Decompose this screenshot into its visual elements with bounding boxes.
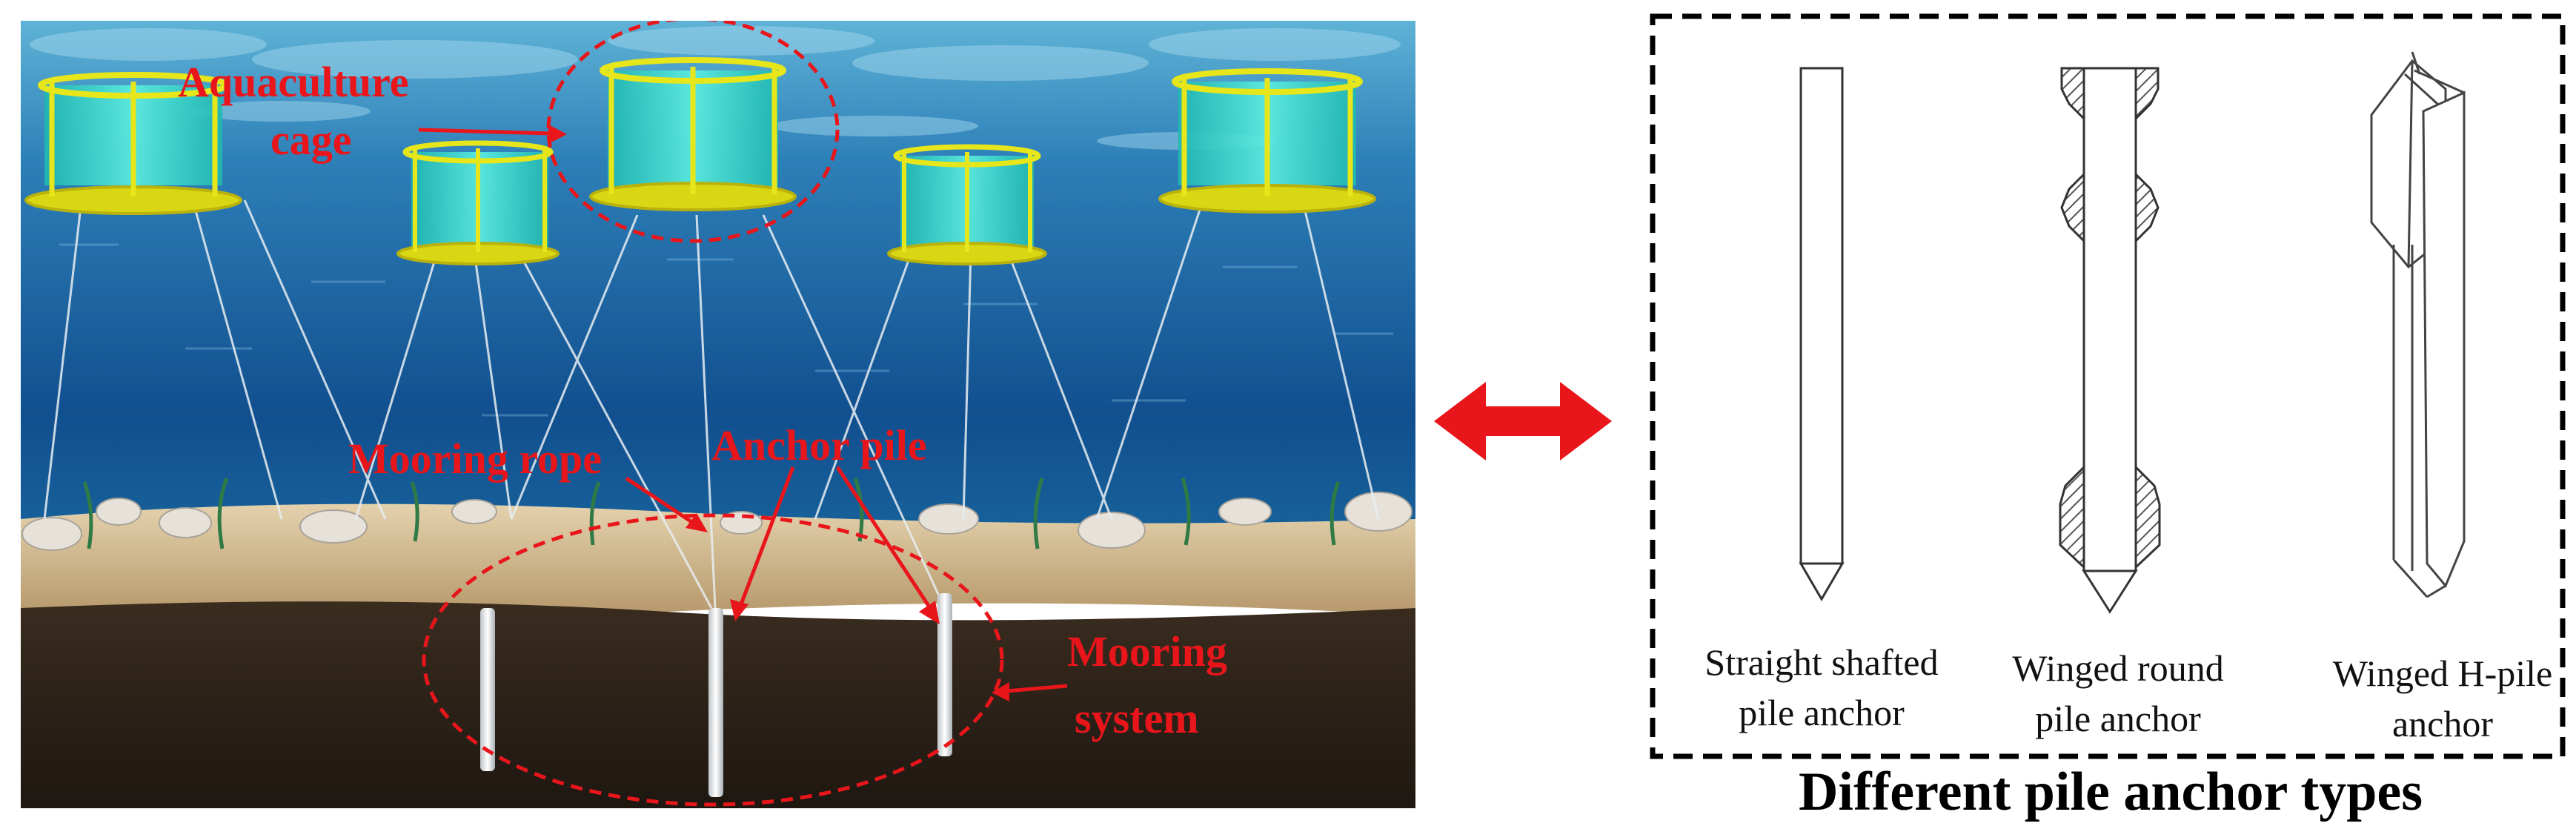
panel-caption: Different pile anchor types <box>1799 762 2423 822</box>
winged-h-pile-anchor-drawing <box>2370 51 2466 598</box>
mooring-ropes <box>43 199 1380 609</box>
anchor-pile-1 <box>480 608 495 771</box>
aquaculture-cage-5 <box>1158 68 1376 214</box>
aquaculture-cage-1 <box>24 72 242 215</box>
double-arrow-icon <box>1434 382 1612 460</box>
label-anchor-pile: Anchor pile <box>711 421 927 469</box>
mooring-system-highlight <box>422 513 1004 807</box>
anchor-pile-2 <box>708 608 723 797</box>
cage-highlight <box>546 21 840 243</box>
underwater-scene: Aquaculture cage Mooring rope Anchor pil… <box>21 21 1415 808</box>
straight-shafted-anchor-drawing <box>1799 67 1845 601</box>
winged-round-anchor-drawing <box>2059 67 2161 614</box>
rocks <box>21 492 1413 551</box>
label-mooring-rope: Mooring rope <box>348 435 602 483</box>
anchor-piles <box>480 593 952 797</box>
svg-text:Straight shafted: Straight shafted <box>1704 641 1938 683</box>
svg-text:anchor: anchor <box>2392 703 2493 744</box>
label-aquaculture-cage-line2: cage <box>270 116 352 164</box>
label-aquaculture-cage-line1: Aquaculture <box>178 58 409 106</box>
aquaculture-cage-2 <box>396 140 560 265</box>
annotation-arrows <box>418 125 1068 701</box>
seabed-sand <box>21 503 1415 621</box>
label-mooring-system-line1: Mooring <box>1067 627 1227 676</box>
anchor-label-1: Straight shafted pile anchor <box>1704 641 1938 733</box>
aquaculture-cage-4 <box>887 144 1047 265</box>
svg-text:Winged round: Winged round <box>2012 647 2223 689</box>
aquaculture-cage-3 <box>589 57 797 211</box>
light-streaks <box>59 243 1393 417</box>
water-surface <box>30 26 1401 150</box>
svg-text:pile anchor: pile anchor <box>2035 698 2201 739</box>
label-mooring-system-line2: system <box>1075 694 1199 742</box>
svg-text:pile anchor: pile anchor <box>1739 692 1905 733</box>
svg-text:Winged H-pile: Winged H-pile <box>2333 653 2553 694</box>
anchor-pile-3 <box>937 593 952 756</box>
anchor-label-2: Winged round pile anchor <box>2012 647 2223 739</box>
anchor-label-3: Winged H-pile anchor <box>2333 653 2553 744</box>
